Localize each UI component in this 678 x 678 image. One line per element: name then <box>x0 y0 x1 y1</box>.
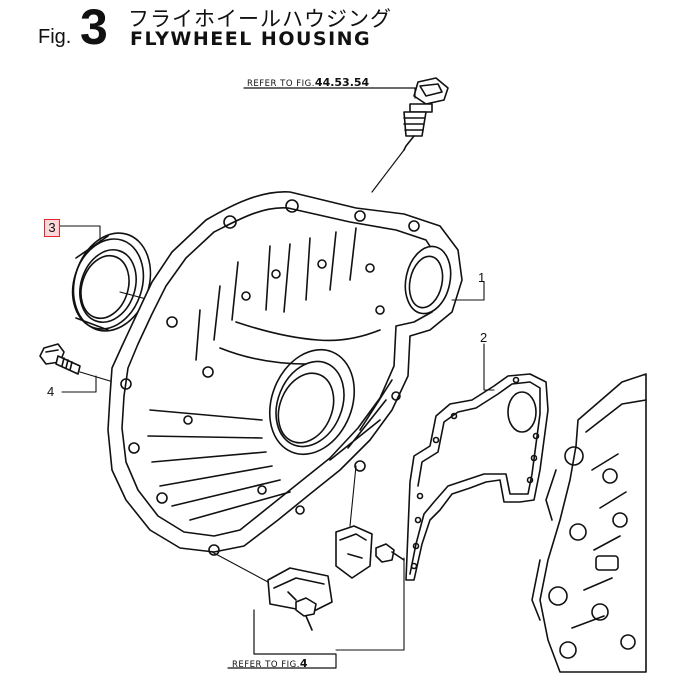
gasket-part <box>405 373 549 581</box>
callout-1-leader <box>451 281 485 301</box>
bracket-lower-part <box>267 567 333 631</box>
callout-4: 4 <box>47 384 55 399</box>
sensor-part <box>403 77 449 151</box>
refer-to-fig-bottom-number: 4 <box>299 657 308 670</box>
engine-block-fragment <box>531 373 647 673</box>
callout-1: 1 <box>478 270 486 285</box>
flywheel-housing-part <box>107 191 463 556</box>
callout-3-leader <box>59 225 101 241</box>
figure-number: 3 <box>80 0 108 55</box>
refer-to-fig-top: REFER TO FIG.44.53.54 <box>247 76 369 89</box>
refer-to-fig-top-text: REFER TO FIG. <box>247 79 315 89</box>
title-english: FLYWHEEL HOUSING <box>130 28 372 50</box>
refer-to-fig-top-numbers: 44.53.54 <box>314 76 370 89</box>
ref-top-leader <box>243 87 416 99</box>
title-japanese: フライホイールハウジング <box>128 7 392 31</box>
callout-3-highlighted[interactable]: 3 <box>44 219 60 237</box>
refer-to-fig-bottom: REFER TO FIG.4 <box>232 657 308 670</box>
callout-2: 2 <box>480 330 488 345</box>
fig-prefix: Fig. <box>38 26 72 48</box>
ref-bottom-leader <box>227 609 337 669</box>
bolt-part <box>39 343 81 375</box>
oil-seal-part <box>71 232 152 332</box>
refer-to-fig-bottom-text: REFER TO FIG. <box>232 660 300 670</box>
bracket-upper-part <box>335 525 405 579</box>
callout-2-leader <box>483 343 495 391</box>
